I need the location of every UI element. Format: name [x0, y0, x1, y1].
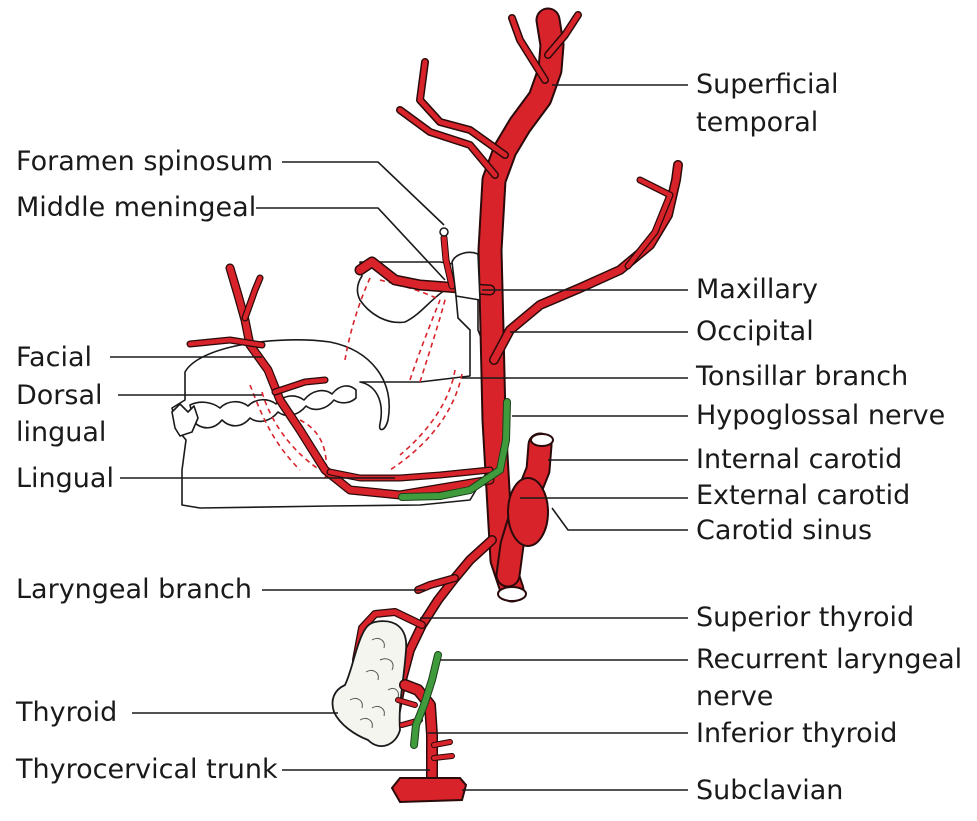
label-dorsal-lingual-line2: lingual — [16, 417, 106, 448]
label-recurrent-laryngeal-line1: Recurrent laryngeal — [696, 644, 962, 675]
thyrocervical-trunk — [395, 679, 455, 791]
label-carotid-sinus: Carotid sinus — [696, 515, 872, 546]
lower-incisors — [171, 403, 199, 437]
label-hypoglossal-nerve: Hypoglossal nerve — [696, 400, 945, 431]
mandible-outline — [171, 261, 491, 509]
label-laryngeal-branch: Laryngeal branch — [16, 574, 252, 605]
occipital-artery — [489, 160, 683, 365]
label-subclavian: Subclavian — [696, 775, 843, 806]
superficial-temporal-branches — [396, 11, 582, 179]
label-inferior-thyroid: Inferior thyroid — [696, 718, 897, 749]
label-dorsal-lingual-line1: Dorsal — [16, 380, 103, 411]
label-lingual: Lingual — [16, 463, 114, 494]
label-tonsillar-branch: Tonsillar branch — [695, 361, 908, 392]
label-foramen-spinosum: Foramen spinosum — [16, 146, 273, 177]
label-recurrent-laryngeal-line2: nerve — [696, 681, 773, 712]
label-middle-meningeal: Middle meningeal — [16, 192, 256, 223]
recurrent-laryngeal-nerve — [410, 651, 442, 749]
internal-carotid-artery — [495, 432, 554, 588]
label-external-carotid: External carotid — [696, 480, 910, 511]
condylar-process — [451, 251, 481, 301]
label-superficial-temporal-line2: temporal — [696, 107, 818, 138]
leader-lines — [110, 84, 688, 791]
label-superficial-temporal-line1: Superficial — [696, 69, 839, 100]
foramen-spinosum-marker — [439, 227, 449, 237]
internal-carotid-lumen — [530, 433, 554, 447]
label-thyroid: Thyroid — [15, 697, 117, 728]
label-internal-carotid: Internal carotid — [696, 444, 902, 475]
lingual-artery — [326, 466, 494, 482]
middle-meningeal-artery — [440, 234, 456, 290]
label-superior-thyroid: Superior thyroid — [696, 602, 914, 633]
teeth — [189, 385, 357, 429]
label-maxillary: Maxillary — [696, 274, 818, 305]
hypoglossal-nerve — [398, 398, 511, 501]
label-occipital: Occipital — [696, 316, 814, 347]
subclavian-artery — [390, 777, 468, 804]
common-carotid-lumen — [497, 586, 527, 602]
thyroid-texture — [349, 637, 399, 729]
external-carotid-artery — [477, 7, 565, 603]
label-thyrocervical-trunk: Thyrocervical trunk — [15, 754, 278, 785]
carotid-sinus-bulb — [507, 477, 549, 547]
label-facial: Facial — [16, 342, 92, 373]
thyroid-gland — [331, 620, 407, 747]
